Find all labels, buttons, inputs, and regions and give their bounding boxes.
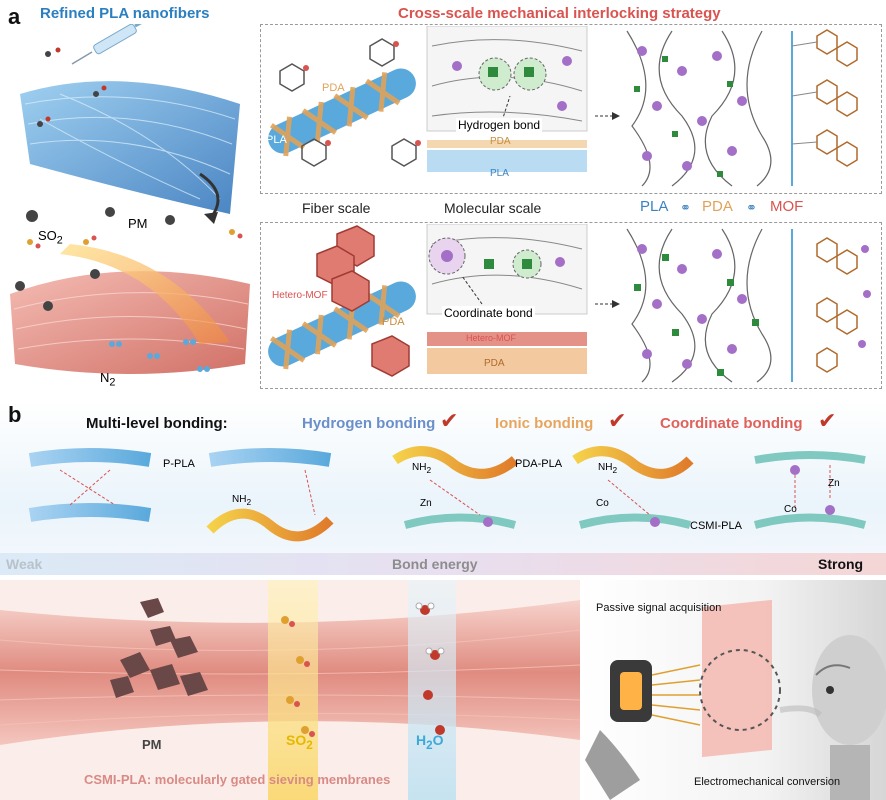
- coordinate-bond-label: Coordinate bond: [442, 306, 535, 320]
- panel-a-left-title: Refined PLA nanofibers: [40, 5, 210, 22]
- fiber-scale-label: Fiber scale: [302, 200, 371, 216]
- pla-layer-label: PLA: [490, 168, 509, 179]
- multi-level-heading: Multi-level bonding:: [86, 415, 228, 432]
- co-label-1: Co: [596, 498, 609, 509]
- hetero-mof-label: Hetero-MOF: [272, 290, 328, 301]
- nh2-label-1: NH2: [232, 494, 252, 507]
- pm-rocks: [110, 598, 208, 698]
- h2o-label-c: H2O: [416, 732, 444, 752]
- pm-label-c: PM: [142, 737, 162, 752]
- co-label-2: Co: [784, 504, 797, 515]
- blue-fiber-mat: [20, 81, 240, 214]
- legend-pla: PLA: [640, 198, 669, 215]
- pda-layer-label-bottom: PDA: [484, 358, 505, 369]
- coordinate-bonding-title: Coordinate bonding: [660, 415, 803, 432]
- panel-b-background: [0, 400, 886, 575]
- hetero-mof-layer-label: Hetero-MOF: [466, 333, 517, 343]
- weak-label: Weak: [6, 556, 43, 572]
- link-icon-2: ⚭: [746, 200, 757, 215]
- ionic-bonding-title: Ionic bonding: [495, 415, 594, 432]
- bonding-diagrams: [28, 446, 867, 542]
- pda-layer-label: PDA: [490, 136, 511, 147]
- hydrogen-bonding-title: Hydrogen bonding: [302, 415, 436, 432]
- panel-a-letter: a: [8, 4, 21, 29]
- check-icon-ionic: ✔: [608, 408, 627, 433]
- so2-label-c: SO2: [286, 732, 313, 752]
- check-icon-hydrogen: ✔: [440, 408, 459, 433]
- legend-mof: MOF: [770, 198, 804, 215]
- robot-hand: [585, 730, 640, 800]
- csmi-pla-label: CSMI-PLA: [690, 520, 742, 532]
- pla-label-bottom: PLA: [262, 322, 283, 334]
- link-icon-1: ⚭: [680, 200, 691, 215]
- membrane-panel: [702, 599, 772, 758]
- robot-illustration: [585, 599, 886, 800]
- robot-head: [812, 635, 886, 745]
- pda-label-top: PDA: [322, 82, 345, 94]
- so2-label: SO2: [38, 228, 63, 247]
- membrane-illustration: [0, 580, 580, 800]
- fiber-scale-box-top: [260, 24, 882, 194]
- pm-particles: [15, 207, 175, 311]
- hydrogen-bond-label: Hydrogen bond: [456, 118, 543, 132]
- fiber-scale-box-bottom: [260, 222, 882, 389]
- membrane-caption: CSMI-PLA: molecularly gated sieving memb…: [84, 772, 391, 787]
- pda-pla-label: PDA-PLA: [515, 458, 563, 470]
- pda-label-bottom: PDA: [382, 316, 405, 328]
- legend-pda: PDA: [702, 198, 733, 215]
- zn-label-2: Zn: [828, 478, 840, 489]
- airflow-beam: [60, 244, 230, 344]
- bond-energy-label: Bond energy: [392, 556, 478, 572]
- h2o-stream: [408, 580, 456, 800]
- bond-energy-bar: [0, 553, 886, 575]
- passive-signal-label: Passive signal acquisition: [596, 602, 722, 614]
- n2-molecules: [109, 339, 210, 372]
- pm-label: PM: [128, 216, 148, 231]
- zn-label-1: Zn: [420, 498, 432, 509]
- n2-label: N2: [100, 370, 116, 389]
- nh2-label-2: NH2: [412, 462, 432, 475]
- p-pla-label: P-PLA: [163, 458, 195, 470]
- panel-b-letter: b: [8, 402, 22, 427]
- nanofiber-illustration: [10, 24, 250, 374]
- molecule-icons: [37, 47, 107, 127]
- top-mechanism-diagram: [268, 26, 858, 187]
- molecular-scale-label: Molecular scale: [444, 200, 542, 216]
- pla-label-top: PLA: [266, 134, 287, 146]
- so2-stream: [268, 580, 318, 800]
- electromechanical-label: Electromechanical conversion: [694, 776, 841, 788]
- bottom-mechanism-diagram: [268, 224, 871, 383]
- panel-a-right-title: Cross-scale mechanical interlocking stra…: [398, 5, 721, 22]
- nh2-label-3: NH2: [598, 462, 618, 475]
- so2-molecules: [27, 229, 243, 249]
- check-icon-coordinate: ✔: [818, 408, 837, 433]
- strong-label: Strong: [818, 556, 864, 572]
- syringe-icon: [71, 24, 142, 65]
